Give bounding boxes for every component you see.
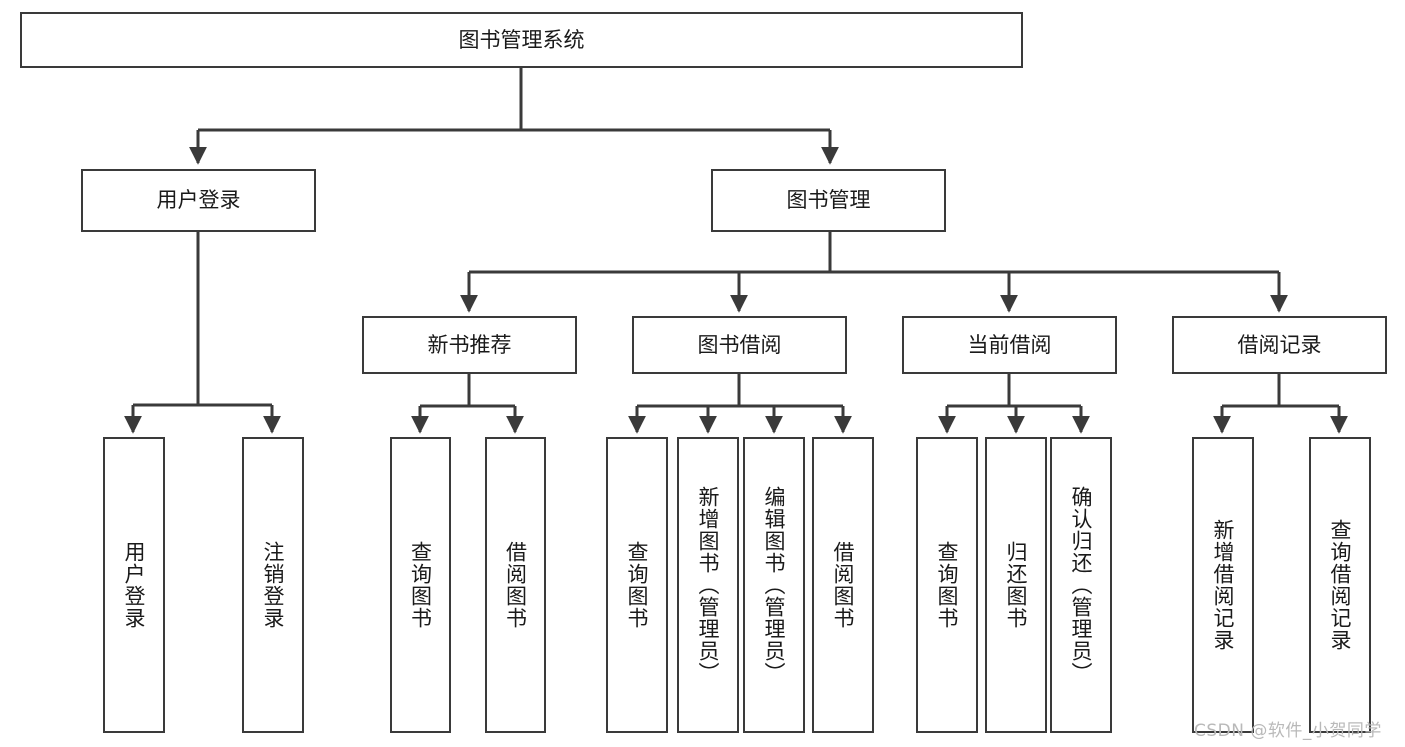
leaf-query-book-borrow[interactable]: 查询图书: [606, 437, 668, 733]
leaf-borrow-book-recommend[interactable]: 借阅图书: [485, 437, 546, 733]
leaf-query-book-borrow-label: 查询图书: [625, 541, 650, 629]
leaf-logout[interactable]: 注销登录: [242, 437, 304, 733]
leaf-borrow-book-label: 借阅图书: [831, 541, 856, 629]
leaf-borrow-book-recommend-label: 借阅图书: [503, 541, 528, 629]
leaf-add-book[interactable]: 新增图书（管理员）: [677, 437, 739, 733]
leaf-logout-label: 注销登录: [261, 541, 286, 629]
node-root[interactable]: 图书管理系统: [20, 12, 1023, 68]
leaf-edit-book-label: 编辑图书（管理员）: [762, 486, 787, 684]
node-book-borrow[interactable]: 图书借阅: [632, 316, 847, 374]
leaf-query-book-recommend[interactable]: 查询图书: [390, 437, 451, 733]
leaf-query-book-recommend-label: 查询图书: [408, 541, 433, 629]
leaf-query-book-current[interactable]: 查询图书: [916, 437, 978, 733]
leaf-add-borrow-record-label: 新增借阅记录: [1211, 519, 1236, 651]
leaf-query-borrow-record[interactable]: 查询借阅记录: [1309, 437, 1371, 733]
leaf-query-book-current-label: 查询图书: [935, 541, 960, 629]
leaf-user-login[interactable]: 用户登录: [103, 437, 165, 733]
leaf-borrow-book[interactable]: 借阅图书: [812, 437, 874, 733]
leaf-user-login-label: 用户登录: [122, 541, 147, 629]
node-user-login[interactable]: 用户登录: [81, 169, 316, 232]
leaf-add-book-label: 新增图书（管理员）: [696, 486, 721, 684]
leaf-add-borrow-record[interactable]: 新增借阅记录: [1192, 437, 1254, 733]
leaf-edit-book[interactable]: 编辑图书（管理员）: [743, 437, 805, 733]
leaf-confirm-return-label: 确认归还（管理员）: [1069, 486, 1094, 684]
leaf-confirm-return[interactable]: 确认归还（管理员）: [1050, 437, 1112, 733]
node-borrow-record-label: 借阅记录: [1237, 332, 1322, 357]
node-book-borrow-label: 图书借阅: [697, 332, 782, 357]
node-user-login-label: 用户登录: [156, 188, 241, 213]
node-book-manage[interactable]: 图书管理: [711, 169, 946, 232]
leaf-return-book[interactable]: 归还图书: [985, 437, 1047, 733]
node-current-borrow[interactable]: 当前借阅: [902, 316, 1117, 374]
node-new-book-recommend[interactable]: 新书推荐: [362, 316, 577, 374]
leaf-return-book-label: 归还图书: [1004, 541, 1029, 629]
leaf-query-borrow-record-label: 查询借阅记录: [1328, 519, 1353, 651]
node-current-borrow-label: 当前借阅: [967, 332, 1052, 357]
node-new-book-recommend-label: 新书推荐: [427, 332, 512, 357]
node-book-manage-label: 图书管理: [786, 188, 871, 213]
node-root-label: 图书管理系统: [458, 27, 585, 52]
node-borrow-record[interactable]: 借阅记录: [1172, 316, 1387, 374]
